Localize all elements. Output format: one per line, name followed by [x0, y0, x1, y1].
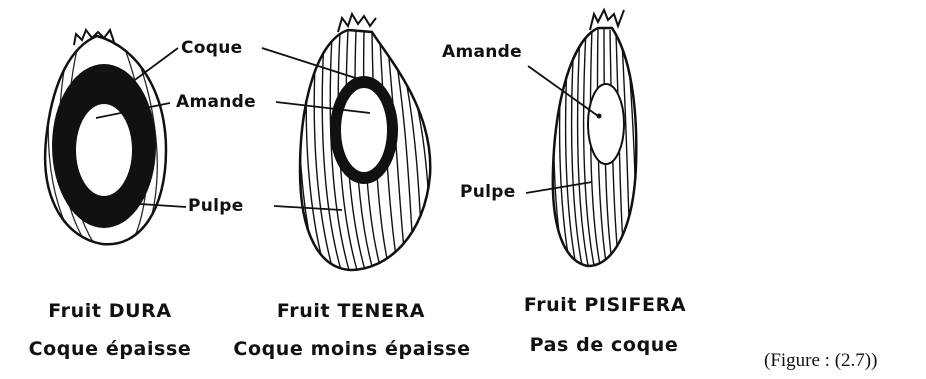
- caption-tenera-shell: Coque moins épaisse: [212, 338, 492, 360]
- label-pulp: Pulpe: [188, 196, 244, 216]
- dura-fruit-drawing: [45, 30, 166, 250]
- figure-reference: (Figure : (2.7)): [764, 350, 877, 372]
- caption-dura-shell: Coque épaisse: [6, 338, 214, 360]
- label-pisifera-kernel: Amande: [442, 42, 522, 62]
- label-kernel: Amande: [176, 92, 256, 112]
- caption-pisifera-name: Fruit PISIFERA: [500, 294, 710, 316]
- label-shell: Coque: [181, 38, 242, 58]
- pisifera-fruit-drawing: [553, 10, 644, 275]
- caption-pisifera-shell: Pas de coque: [514, 334, 694, 356]
- label-pisifera-pulp: Pulpe: [460, 182, 516, 202]
- tenera-fruit-drawing: [299, 14, 438, 280]
- caption-dura-name: Fruit DURA: [10, 300, 210, 322]
- caption-tenera-name: Fruit TENERA: [246, 300, 456, 322]
